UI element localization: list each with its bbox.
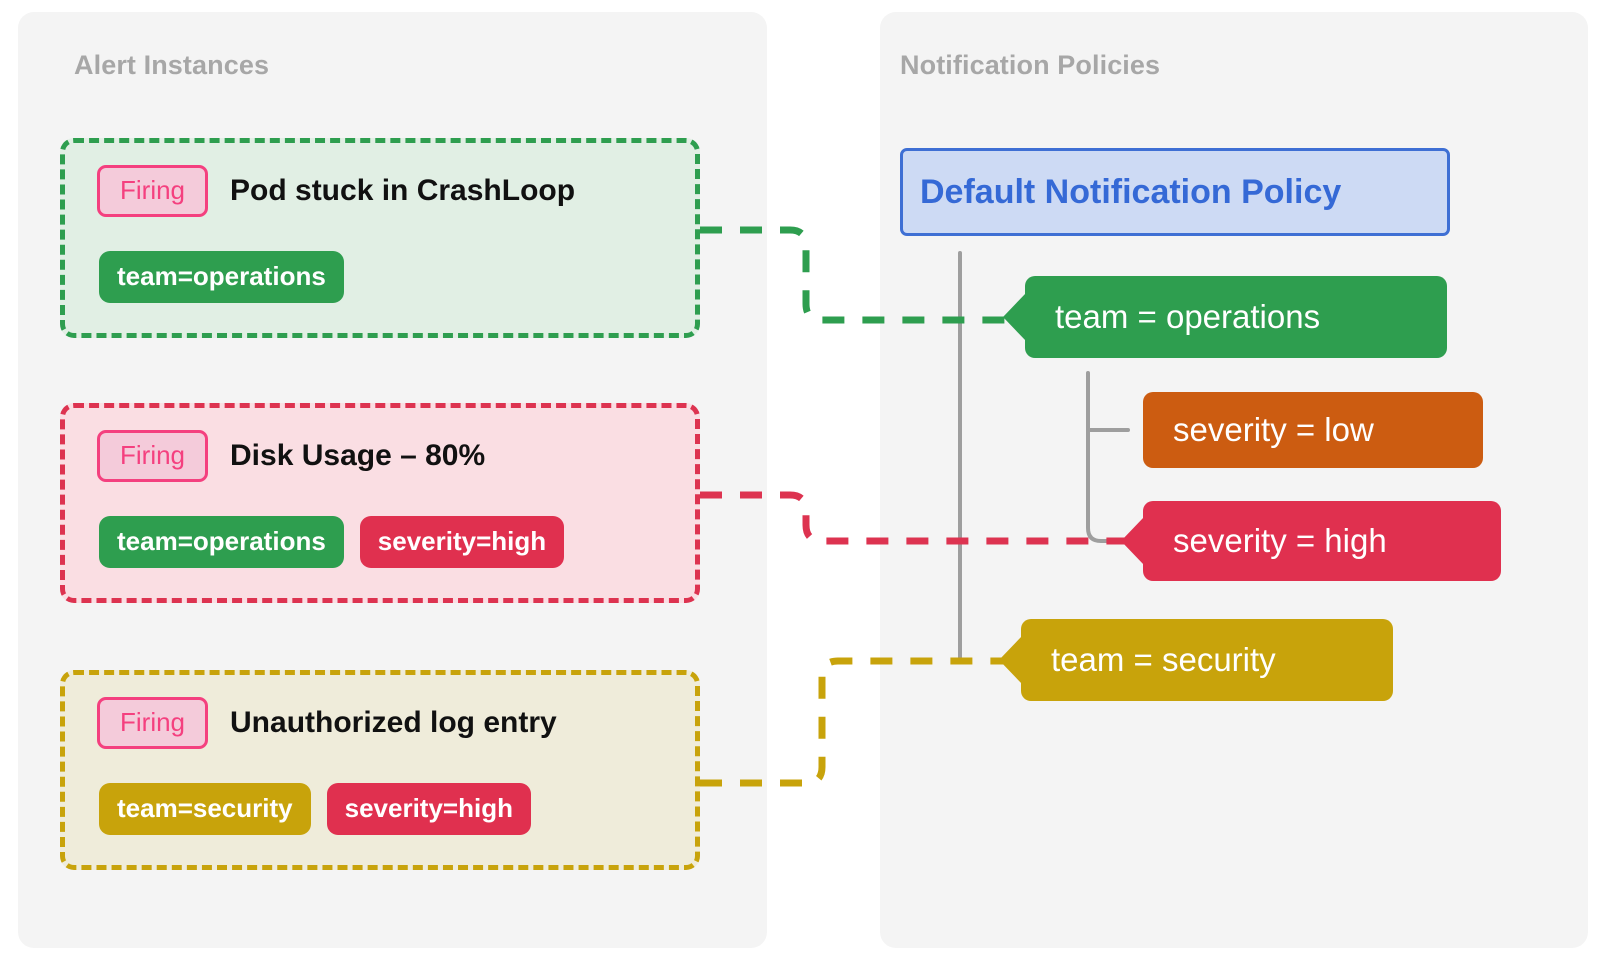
alert-title: Pod stuck in CrashLoop [230, 174, 576, 207]
label-chip[interactable]: team=operations [99, 516, 344, 568]
matcher-label: team = operations [1055, 298, 1321, 335]
alert-card[interactable]: Firing Disk Usage – 80% team=operations … [60, 403, 700, 603]
alert-header: Firing Unauthorized log entry [97, 697, 557, 749]
status-badge: Firing [97, 430, 209, 482]
alert-header: Firing Pod stuck in CrashLoop [97, 165, 575, 217]
status-badge: Firing [97, 165, 209, 217]
alert-card[interactable]: Firing Pod stuck in CrashLoop team=opera… [60, 138, 700, 338]
alert-labels: team=security severity=high [99, 783, 531, 835]
default-policy-label: Default Notification Policy [920, 172, 1342, 211]
label-chip[interactable]: team=security [99, 783, 311, 835]
alert-header: Firing Disk Usage – 80% [97, 430, 485, 482]
alert-labels: team=operations severity=high [99, 516, 565, 568]
label-chip[interactable]: team=operations [99, 251, 344, 303]
default-notification-policy[interactable]: Default Notification Policy [900, 148, 1450, 236]
matcher-label: team = security [1051, 641, 1276, 678]
matcher-label: severity = high [1173, 522, 1387, 559]
notification-policies-title: Notification Policies [900, 50, 1161, 80]
alert-labels: team=operations [99, 251, 344, 303]
alert-instances-title: Alert Instances [74, 50, 270, 80]
label-chip[interactable]: severity=high [326, 783, 531, 835]
policy-matcher-team-security[interactable]: team = security [1021, 619, 1393, 701]
alert-title: Disk Usage – 80% [230, 439, 486, 472]
policy-matcher-severity-high[interactable]: severity = high [1143, 501, 1501, 581]
label-chip[interactable]: severity=high [359, 516, 565, 568]
alert-title: Unauthorized log entry [230, 706, 557, 739]
status-badge: Firing [97, 697, 209, 749]
matcher-label: severity = low [1173, 411, 1374, 448]
alert-card[interactable]: Firing Unauthorized log entry team=secur… [60, 670, 700, 870]
policy-matcher-team-operations[interactable]: team = operations [1025, 276, 1447, 358]
policy-matcher-severity-low[interactable]: severity = low [1143, 392, 1483, 468]
